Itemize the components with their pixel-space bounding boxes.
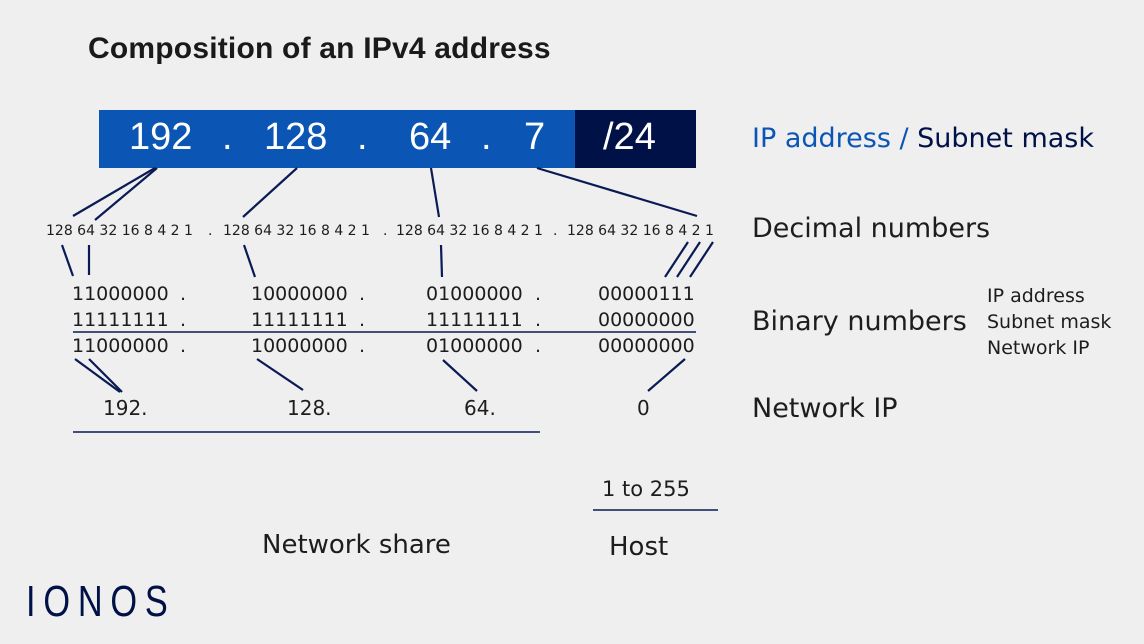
binary-ip-octet-3: 01000000 (426, 283, 523, 305)
network-ip-octet-1: 192. (103, 396, 148, 420)
ip-separator: . (481, 116, 492, 158)
ip-octet-3: 64 (409, 116, 452, 158)
network-ip-octet-2: 128. (287, 396, 332, 420)
ip-separator: . (357, 116, 368, 158)
decimal-weights-1: 128 64 32 16 8 4 2 1 (46, 223, 193, 239)
binary-sub-label-ip: IP address (987, 285, 1085, 307)
decimal-separator: . (553, 223, 558, 239)
ip-address-legend: IP address (752, 123, 891, 154)
binary-mask-octet-4: 00000000 (598, 309, 695, 331)
binary-separator: . (359, 309, 366, 331)
binary-numbers-label: Binary numbers (752, 306, 967, 337)
subnet-mask-legend: Subnet mask (917, 123, 1095, 154)
network-ip-label: Network IP (752, 393, 898, 424)
network-ip-octet-3: 64. (464, 396, 496, 420)
host-range: 1 to 255 (602, 477, 690, 501)
decimal-separator: . (208, 223, 213, 239)
page-title: Composition of an IPv4 address (88, 32, 551, 65)
ip-separator: . (222, 116, 233, 158)
decimal-numbers-label: Decimal numbers (752, 213, 991, 244)
binary-sub-label-network: Network IP (987, 337, 1090, 359)
subnet-mask-suffix: /24 (603, 116, 656, 158)
binary-network-octet-2: 10000000 (251, 335, 348, 357)
legend-slash: / (890, 123, 918, 154)
ip-octet-1: 192 (129, 116, 193, 158)
binary-mask-octet-2: 11111111 (251, 309, 348, 331)
binary-separator: . (535, 309, 542, 331)
subnet-mask-box (575, 110, 696, 168)
decimal-weights-3: 128 64 32 16 8 4 2 1 (396, 223, 543, 239)
binary-ip-octet-1: 11000000 (72, 283, 169, 305)
binary-separator: . (359, 335, 366, 357)
host-label: Host (609, 532, 669, 562)
binary-mask-octet-1: 11111111 (72, 309, 169, 331)
binary-network-octet-1: 11000000 (72, 335, 169, 357)
binary-separator: . (180, 309, 187, 331)
binary-network-octet-3: 01000000 (426, 335, 523, 357)
binary-separator: . (180, 283, 187, 305)
binary-network-octet-4: 00000000 (598, 335, 695, 357)
decimal-weights-2: 128 64 32 16 8 4 2 1 (223, 223, 370, 239)
binary-ip-octet-4: 00000111 (598, 283, 695, 305)
binary-ip-octet-2: 10000000 (251, 283, 348, 305)
binary-separator: . (359, 283, 366, 305)
binary-separator: . (535, 335, 542, 357)
decimal-separator: . (383, 223, 388, 239)
decimal-weights-4: 128 64 32 16 8 4 2 1 (567, 223, 714, 239)
ip-subnet-legend: IP address / Subnet mask (752, 123, 1094, 154)
binary-separator: . (180, 335, 187, 357)
binary-separator: . (535, 283, 542, 305)
ip-octet-2: 128 (264, 116, 328, 158)
network-share-label: Network share (262, 530, 451, 560)
ip-address-box (99, 110, 575, 168)
binary-sub-label-mask: Subnet mask (987, 311, 1112, 333)
network-ip-octet-4: 0 (637, 396, 650, 420)
ionos-logo: IONOS (26, 577, 176, 626)
ip-octet-4: 7 (524, 116, 546, 158)
binary-mask-octet-3: 11111111 (426, 309, 523, 331)
